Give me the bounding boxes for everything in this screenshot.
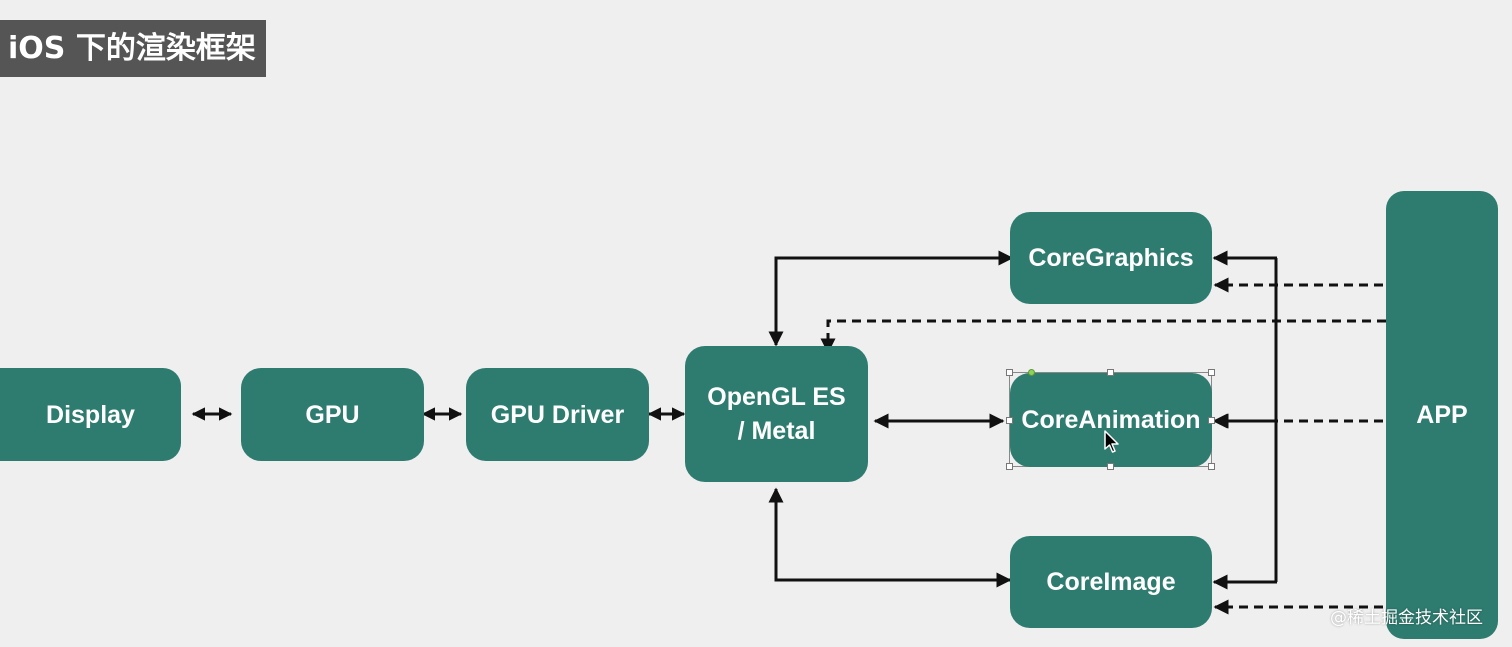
node-core-image-label: CoreImage — [1046, 568, 1176, 596]
resize-handle-bottom-left[interactable] — [1006, 463, 1013, 470]
node-gpu[interactable]: GPU — [241, 368, 424, 461]
node-display[interactable]: Display — [0, 368, 181, 461]
node-core-graphics[interactable]: CoreGraphics — [1010, 212, 1212, 304]
node-app-label: APP — [1416, 401, 1468, 429]
arrow-opengl-coreimage — [768, 487, 1012, 588]
resize-handle-top-left[interactable] — [1006, 369, 1013, 376]
resize-handle-bottom-right[interactable] — [1208, 463, 1215, 470]
node-core-animation-label: CoreAnimation — [1021, 406, 1201, 434]
resize-handle-bottom[interactable] — [1107, 463, 1114, 470]
mouse-cursor-icon — [1104, 430, 1119, 453]
node-gpu-label: GPU — [305, 400, 360, 429]
node-gpu-driver[interactable]: GPU Driver — [466, 368, 649, 461]
resize-handle-left[interactable] — [1006, 417, 1013, 424]
node-opengl-metal[interactable]: OpenGL ES / Metal — [685, 346, 868, 482]
node-display-label: Display — [46, 400, 135, 429]
page-title: iOS 下的渲染框架 — [0, 20, 266, 77]
resize-handle-top-right[interactable] — [1208, 369, 1215, 376]
node-core-animation[interactable]: CoreAnimation — [1010, 373, 1212, 467]
resize-handle-right[interactable] — [1208, 417, 1215, 424]
watermark: @稀土掘金技术社区 — [1330, 608, 1483, 628]
arrow-opengl-coregraphics — [768, 250, 1014, 347]
node-core-graphics-label: CoreGraphics — [1028, 244, 1194, 272]
rotate-handle[interactable] — [1028, 369, 1035, 376]
node-app[interactable]: APP — [1386, 191, 1498, 639]
node-gpu-driver-label: GPU Driver — [490, 400, 625, 429]
node-opengl-metal-label: OpenGL ES / Metal — [707, 383, 846, 445]
dashed-app-opengl — [820, 319, 1386, 354]
node-core-image[interactable]: CoreImage — [1010, 536, 1212, 628]
resize-handle-top[interactable] — [1107, 369, 1114, 376]
